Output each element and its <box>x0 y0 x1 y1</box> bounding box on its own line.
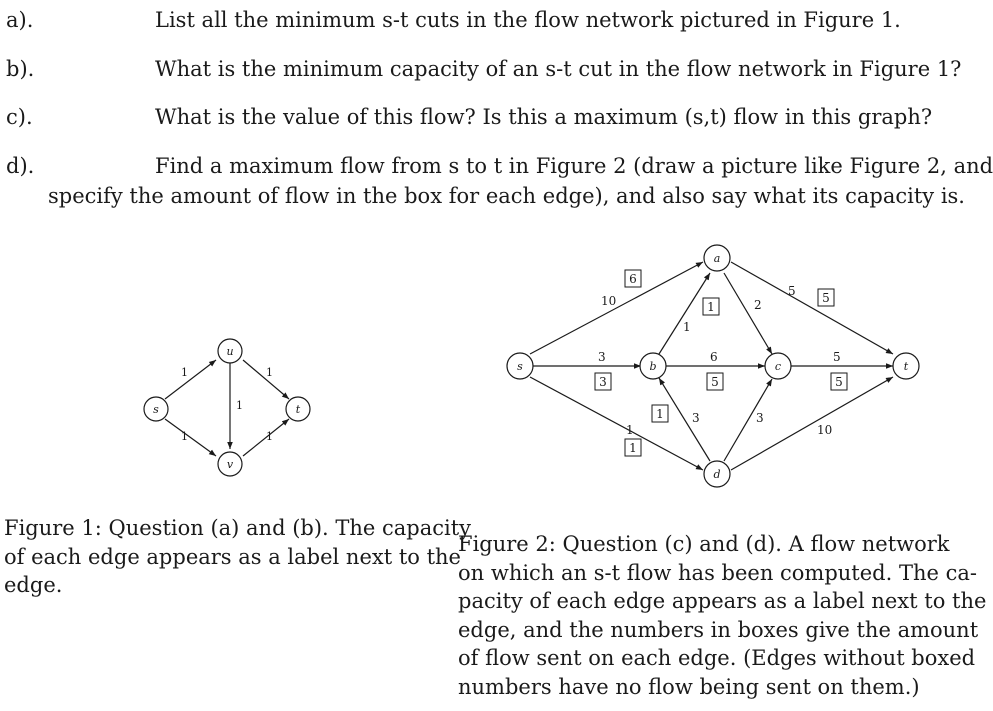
capacity-label-d-b: 3 <box>692 411 700 425</box>
node-label-u: u <box>226 345 233 358</box>
flow-box-b-c: 5 <box>706 372 724 391</box>
node-label-t2: t <box>904 360 909 373</box>
node-d-fig2: d <box>703 460 731 488</box>
figure-2-caption-line: numbers have no flow being sent on them.… <box>458 674 920 699</box>
question-c-text: What is the value of this flow? Is this … <box>155 105 933 129</box>
node-s-fig2: s <box>506 352 534 380</box>
flow-value-b-a: 1 <box>707 300 715 314</box>
flow-box-d-b: 1 <box>651 404 669 423</box>
node-label-d: d <box>713 468 720 481</box>
figure-2-caption-line: Figure 2: Question (c) and (d). A flow n… <box>458 532 950 556</box>
flow-box-b-a: 1 <box>702 297 720 316</box>
edge-s-a <box>529 261 704 355</box>
flow-value-d-b: 1 <box>656 407 664 421</box>
edge-b-a <box>658 272 711 355</box>
edge-d-b <box>658 377 711 462</box>
figure-1-caption: Figure 1: Question (a) and (b). The capa… <box>4 514 472 600</box>
figure-1-caption-line: of each edge appears as a label next to … <box>4 544 461 569</box>
question-d-text: Find a maximum flow from s to t in Figur… <box>155 154 993 178</box>
flow-value-s-a: 6 <box>629 272 637 286</box>
node-c-fig2: c <box>764 352 792 380</box>
capacity-label-s-a: 10 <box>601 294 616 308</box>
flow-box-a-t: 5 <box>817 288 835 307</box>
question-a-text: List all the minimum s-t cuts in the flo… <box>155 8 901 32</box>
question-d-continuation: specify the amount of flow in the box fo… <box>48 184 965 208</box>
question-b-text: What is the minimum capacity of an s-t c… <box>155 57 962 81</box>
node-label-s2: s <box>517 360 523 373</box>
edge-d-t <box>730 376 894 471</box>
edge-u-t <box>242 359 290 400</box>
capacity-label-d-c: 3 <box>756 411 764 425</box>
node-label-s: s <box>153 403 159 416</box>
flow-box-s-a: 6 <box>624 269 642 288</box>
figures-canvas: 1 1 1 1 1 s u v t <box>143 244 920 488</box>
node-b-fig2: b <box>639 352 667 380</box>
node-u-fig1: u <box>217 338 243 364</box>
question-b-label: b). <box>6 57 35 81</box>
capacity-label-s-v: 1 <box>181 430 188 443</box>
node-label-t: t <box>296 403 301 416</box>
edge-a-t <box>730 261 894 355</box>
figure-2-caption-line: edge, and the numbers in boxes give the … <box>458 617 979 642</box>
node-label-c: c <box>775 360 781 373</box>
edge-s-d <box>529 376 704 471</box>
flow-value-b-c: 5 <box>711 375 719 389</box>
figure-1-caption-line: edge. <box>4 573 63 597</box>
edge-a-c <box>723 272 773 355</box>
capacity-label-b-a: 1 <box>683 320 691 334</box>
flow-value-c-t: 5 <box>835 375 843 389</box>
node-a-fig2: a <box>703 244 731 272</box>
capacity-label-c-t: 5 <box>833 350 841 364</box>
node-s-fig1: s <box>143 396 169 422</box>
figure-1-caption-line: Figure 1: Question (a) and (b). The capa… <box>4 516 472 540</box>
node-v-fig1: v <box>217 451 243 477</box>
capacity-label-b-c: 6 <box>710 350 718 364</box>
flow-box-c-t: 5 <box>830 372 848 391</box>
question-a-label: a). <box>6 8 34 32</box>
question-d-label: d). <box>6 154 35 178</box>
edge-v-t <box>242 418 290 457</box>
flow-value-s-d: 1 <box>629 441 637 455</box>
question-c-label: c). <box>6 105 33 129</box>
flow-box-s-d: 1 <box>624 438 642 457</box>
figure-2-graph: 10 3 1 1 2 5 6 5 3 3 10 6 3 1 1 5 <box>506 244 920 488</box>
capacity-label-s-d: 1 <box>626 423 634 437</box>
capacity-label-u-t: 1 <box>266 366 273 379</box>
figure-2-caption-line: of flow sent on each edge. (Edges withou… <box>458 646 976 670</box>
capacity-label-u-v: 1 <box>236 399 243 412</box>
figure-2-caption: Figure 2: Question (c) and (d). A flow n… <box>458 530 987 701</box>
edge-s-u <box>164 359 217 400</box>
node-label-v: v <box>227 458 234 471</box>
node-t-fig1: t <box>285 396 311 422</box>
flow-box-s-b: 3 <box>594 372 612 391</box>
flow-value-s-b: 3 <box>599 375 607 389</box>
flow-value-a-t: 5 <box>822 291 830 305</box>
capacity-label-a-c: 2 <box>754 298 762 312</box>
edge-s-v <box>164 418 217 457</box>
figure-2-caption-line: on which an s-t flow has been computed. … <box>458 560 977 585</box>
capacity-label-s-u: 1 <box>181 366 188 379</box>
figure-2-caption-line: pacity of each edge appears as a label n… <box>458 589 987 613</box>
capacity-label-s-b: 3 <box>598 350 606 364</box>
figure-1-graph: 1 1 1 1 1 s u v t <box>143 338 311 477</box>
capacity-label-d-t: 10 <box>817 423 832 437</box>
node-label-b: b <box>649 360 656 373</box>
capacity-label-v-t: 1 <box>266 430 273 443</box>
capacity-label-a-t: 5 <box>788 284 796 298</box>
edge-d-c <box>723 378 773 462</box>
node-label-a: a <box>714 252 721 265</box>
node-t-fig2: t <box>892 352 920 380</box>
